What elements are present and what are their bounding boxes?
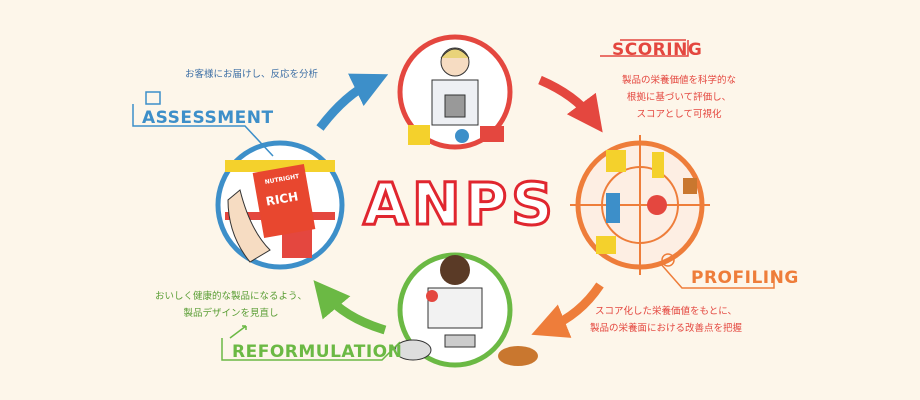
arrow-assessment-to-scoring: [316, 73, 389, 131]
description-line: 根拠に基づいて評価し、: [626, 92, 732, 103]
description-line: 製品の栄養面における改善点を把握: [590, 323, 743, 334]
scoring-label[interactable]: SCORING: [612, 40, 703, 60]
reformulation-description: おいしく健康的な製品になるよう、 製品デザインを見直し: [155, 288, 307, 322]
profiling-label[interactable]: PROFILING: [691, 268, 799, 288]
arrow-profiling-to-reformulation: [531, 282, 604, 338]
assessment-description: お客様にお届けし、反応を分析: [185, 66, 318, 83]
description-line: スコア化した栄養価値をもとに、: [594, 306, 738, 317]
reformulation-label[interactable]: REFORMULATION: [232, 342, 403, 362]
label-frames: [132, 39, 775, 361]
scoring-description: 製品の栄養価値を科学的な 根拠に基づいて評価し、 スコアとして可視化: [622, 72, 736, 123]
arrow-scoring-to-profiling: [538, 75, 603, 133]
description-line: お客様にお届けし、反応を分析: [185, 69, 319, 80]
assessment-illustration: [215, 140, 345, 270]
scoring-illustration: [397, 34, 513, 150]
description-line: おいしく健康的な製品になるよう、: [155, 291, 308, 302]
anps-title: ANPS: [362, 169, 557, 240]
arrow-reformulation-to-assessment: [313, 280, 387, 335]
profiling-description: スコア化した栄養価値をもとに、 製品の栄養面における改善点を把握: [590, 303, 742, 337]
reformulation-illustration: [394, 252, 538, 368]
assessment-label[interactable]: ASSESSMENT: [142, 108, 274, 128]
description-line: スコアとして可視化: [636, 109, 722, 120]
profiling-illustration: [570, 135, 710, 275]
description-line: 製品の栄養価値を科学的な: [622, 75, 737, 86]
description-line: 製品デザインを見直し: [183, 308, 279, 319]
